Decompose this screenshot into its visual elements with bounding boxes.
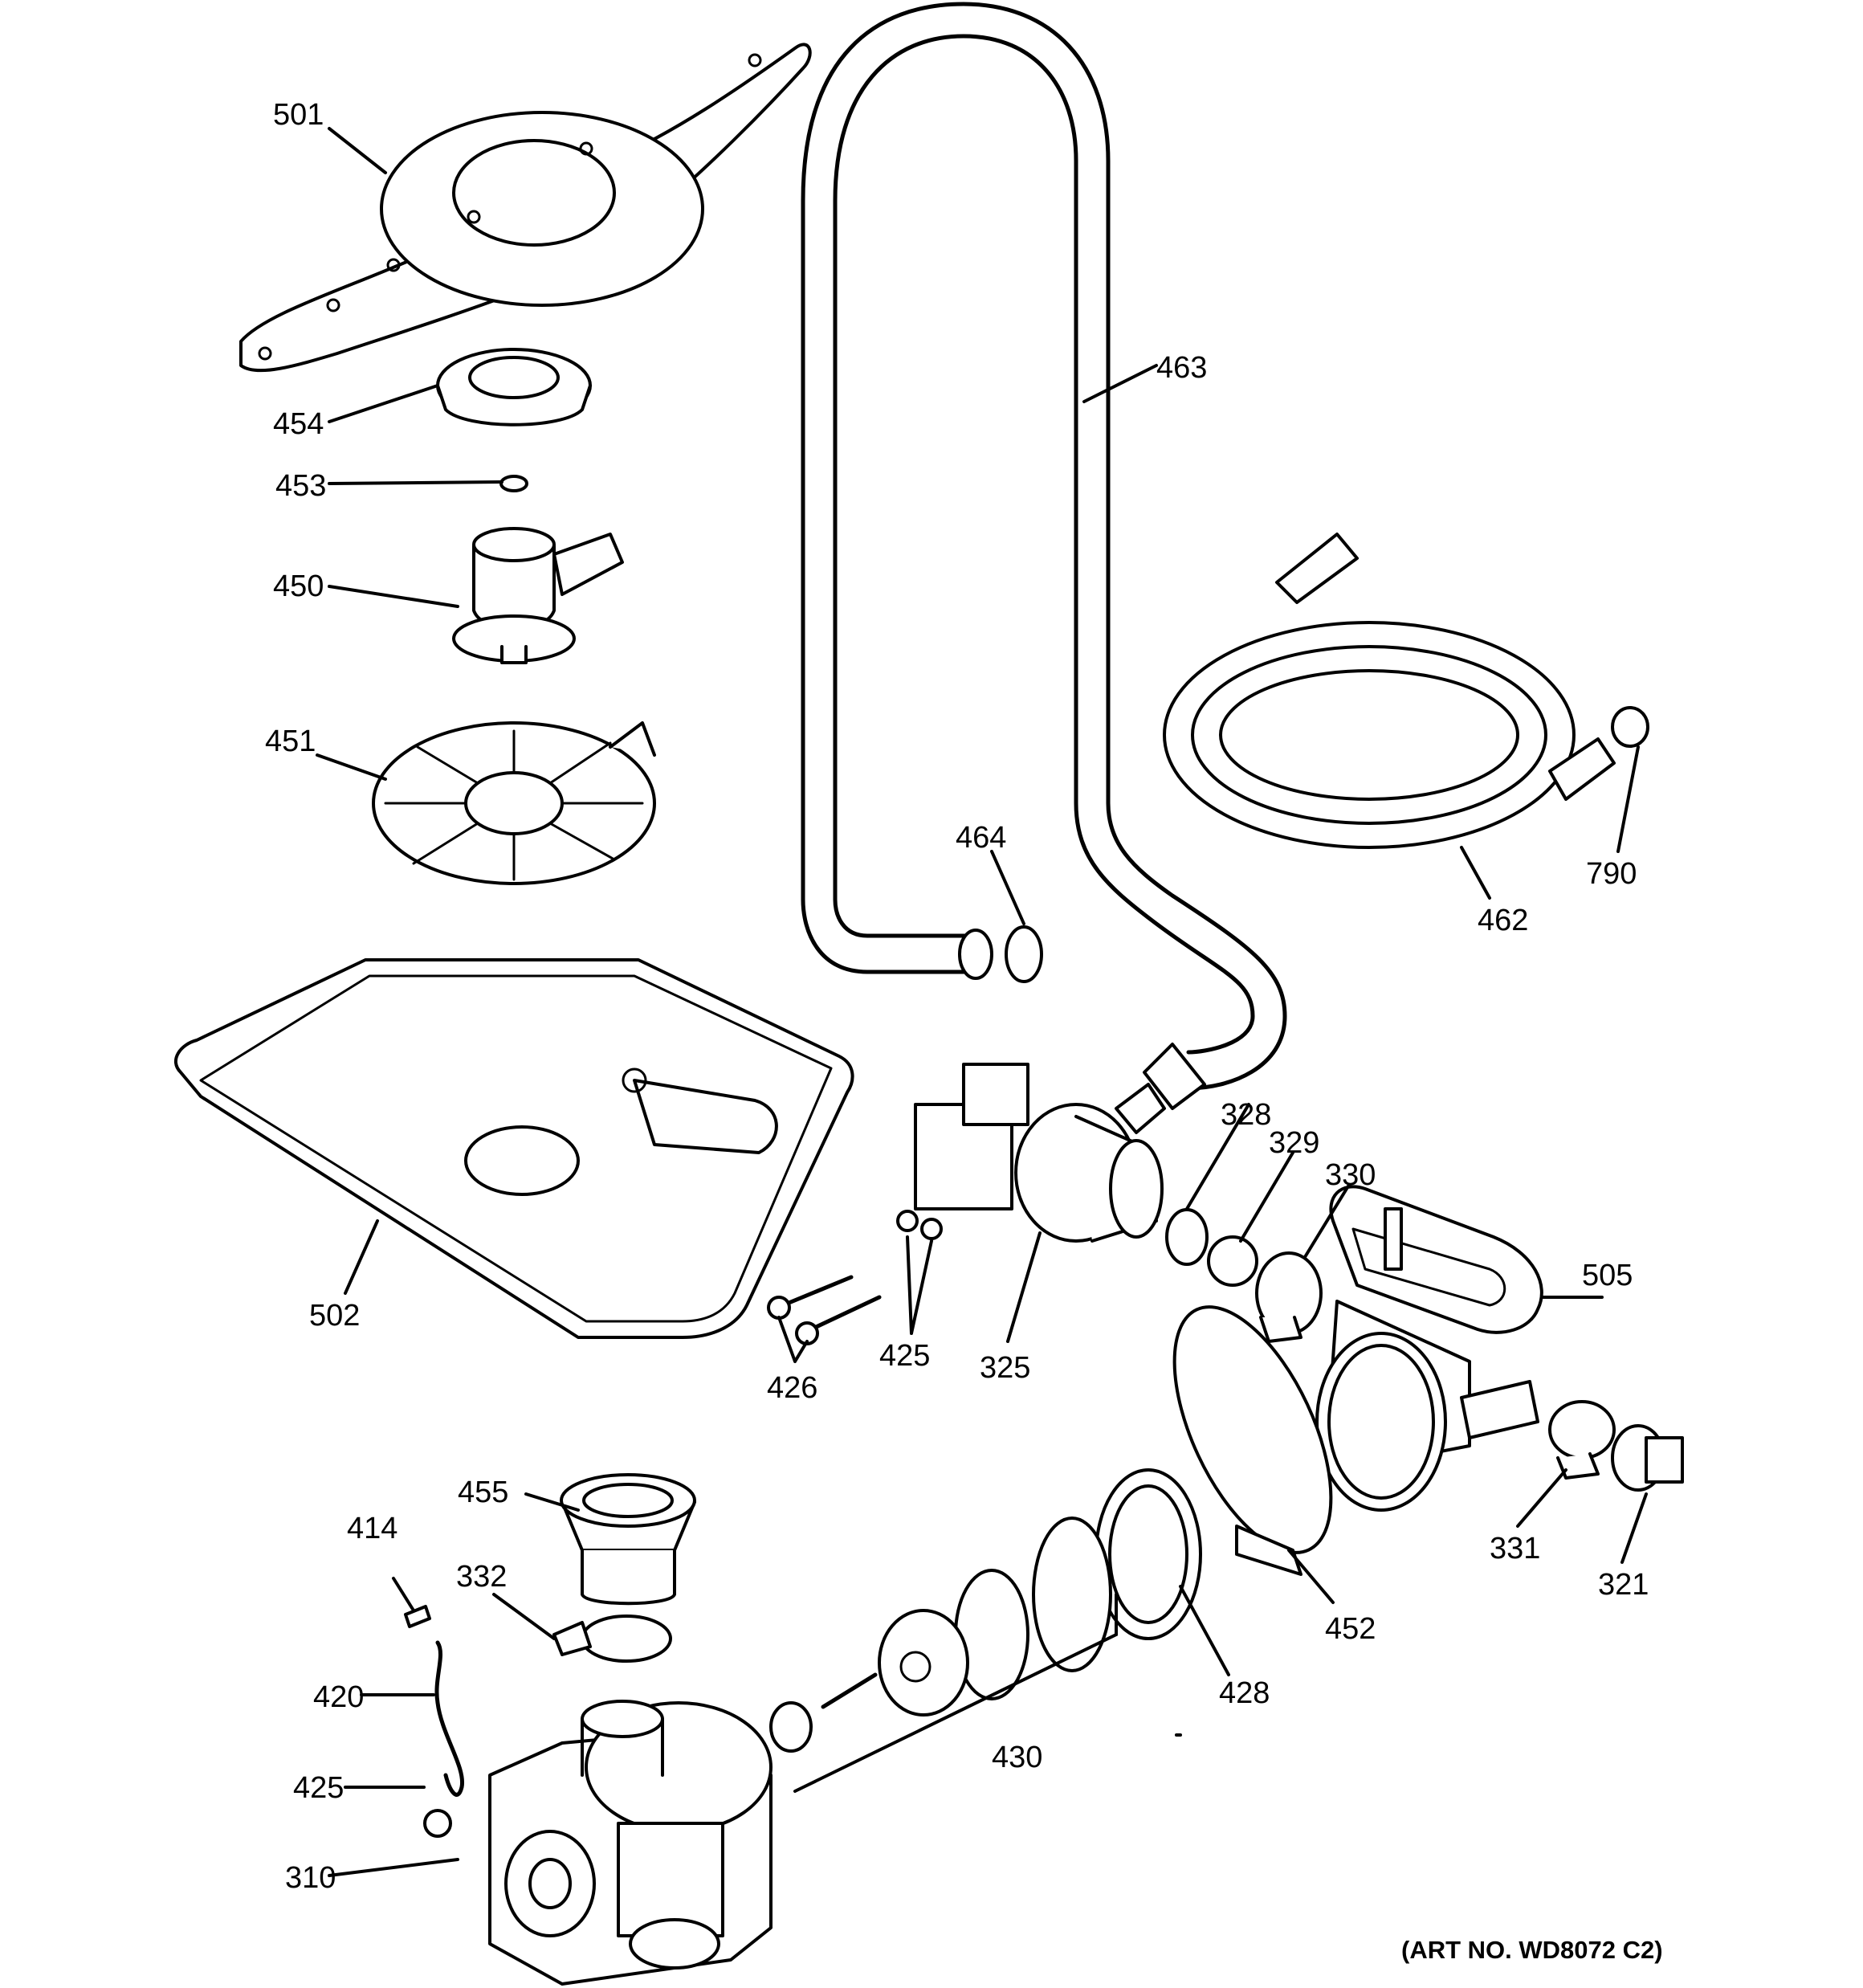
leader-lines [316,127,1648,1877]
part-332-clamp [552,1614,672,1663]
part-426-screws [767,1275,882,1345]
art-number: (ART NO. WD8072 C2) [1401,1936,1663,1964]
part-428-seal [1095,1468,1202,1640]
callout-428: 428 [1219,1676,1270,1710]
part-455-seal [560,1473,696,1606]
callout-452: 452 [1325,1612,1376,1646]
part-453-o-ring [499,475,528,492]
part-425-grommets [896,1210,943,1240]
part-790-clamp [1611,706,1649,748]
callout-425: 425 [879,1339,930,1373]
callout-labels: 501 454 453 450 451 502 463 464 462 790 … [265,98,1649,1895]
part-501-spray-arm [239,43,812,373]
callout-329: 329 [1269,1126,1319,1160]
part-420-wire [434,1640,465,1797]
callout-462: 462 [1478,904,1528,937]
part-502-sump-gasket [174,958,854,1339]
callout-455: 455 [458,1476,508,1509]
part-414-screw [404,1605,431,1628]
part-425-grommet [423,1809,452,1838]
callout-463: 463 [1156,351,1207,385]
callout-332: 332 [456,1560,507,1594]
callout-464: 464 [956,821,1006,855]
part-325-drain-pump [914,1063,1166,1243]
callout-790: 790 [1586,857,1637,891]
callout-426: 426 [767,1371,817,1405]
part-505-sump [1315,1185,1543,1512]
part-454-hub [436,348,592,427]
callout-328: 328 [1221,1098,1271,1132]
callout-453: 453 [275,469,326,503]
callout-414: 414 [347,1512,397,1545]
part-462-hose [1163,533,1616,849]
callout-430: 430 [992,1741,1042,1774]
part-450-manifold [452,527,624,664]
callout-451: 451 [265,725,316,758]
part-321-sensor [1611,1424,1684,1492]
callout-310: 310 [285,1861,336,1895]
callout-505: 505 [1582,1259,1633,1292]
callout-325: 325 [980,1351,1030,1385]
callout-321: 321 [1598,1568,1649,1602]
part-430-impeller-kit [769,1517,1112,1753]
part-331-clamp [1548,1400,1616,1480]
part-452-clamp [1172,1305,1333,1576]
callout-501: 501 [273,98,324,132]
callout-502: 502 [309,1299,360,1333]
callout-330: 330 [1325,1158,1376,1192]
part-330-clamp [1255,1251,1323,1343]
callout-425-lower: 425 [293,1771,344,1805]
part-310-motor [488,1700,773,1986]
callout-420: 420 [313,1680,364,1714]
part-451-filter [372,721,656,885]
callout-331: 331 [1490,1532,1540,1565]
part-464-ring [1005,925,1043,983]
callout-450: 450 [273,569,324,603]
part-463-drain-hose [801,2,1287,1110]
part-328-ring [1165,1208,1209,1266]
part-329-check-valve [1207,1235,1258,1287]
callout-454: 454 [273,407,324,441]
